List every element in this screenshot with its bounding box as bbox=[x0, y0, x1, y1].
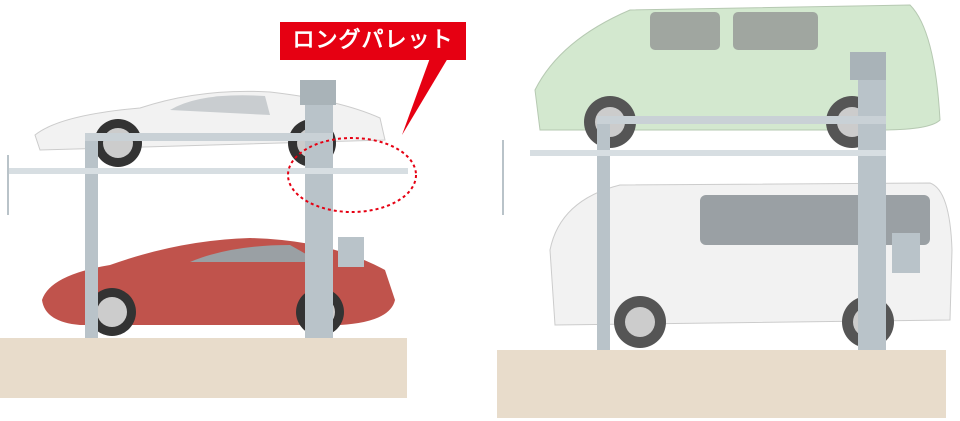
left-post-front bbox=[85, 135, 98, 338]
left-ground bbox=[0, 338, 407, 398]
pallet-highlight-circle bbox=[287, 137, 417, 213]
right-ground bbox=[497, 350, 946, 418]
right-post-rear bbox=[858, 80, 886, 350]
left-post-rear bbox=[305, 105, 333, 338]
long-pallet bbox=[8, 168, 408, 174]
right-post-front bbox=[597, 118, 610, 350]
left-motor-box bbox=[300, 80, 336, 105]
right-control-box bbox=[892, 233, 920, 273]
long-pallet-callout: ロングパレット bbox=[280, 22, 466, 60]
right-pallet bbox=[530, 150, 886, 156]
right-top-beam bbox=[597, 116, 886, 124]
right-lift-system bbox=[497, 4, 953, 418]
right-motor-box bbox=[850, 52, 886, 80]
left-lift-system bbox=[0, 58, 448, 398]
callout-pointer bbox=[402, 58, 448, 135]
left-top-beam bbox=[85, 133, 333, 141]
left-control-box bbox=[338, 237, 364, 267]
white-van bbox=[549, 182, 953, 348]
